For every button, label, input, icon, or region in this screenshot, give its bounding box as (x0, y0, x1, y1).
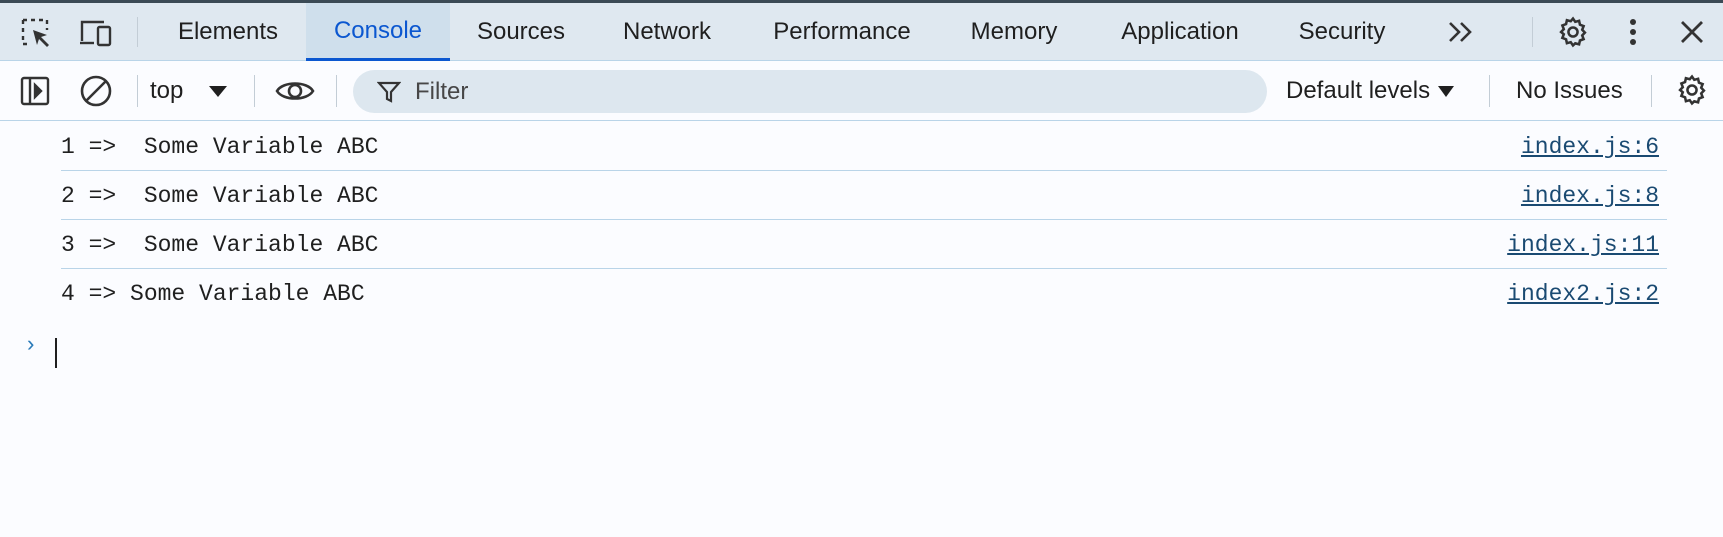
levels-label: Default levels (1286, 77, 1431, 104)
log-levels-dropdown[interactable]: Default levels (1286, 71, 1455, 111)
context-selector[interactable]: top (150, 71, 228, 111)
source-link[interactable]: index.js:11 (1507, 232, 1659, 258)
close-icon[interactable] (1674, 14, 1710, 50)
filter-input[interactable] (415, 77, 1235, 106)
source-link[interactable]: index2.js:2 (1507, 281, 1659, 307)
tab-security[interactable]: Security (1282, 3, 1402, 61)
context-label: top (150, 77, 184, 104)
window-top-border (0, 0, 1723, 3)
tab-label: Memory (970, 18, 1058, 45)
device-toolbar-icon[interactable] (78, 15, 114, 51)
toolbar-divider (1489, 75, 1490, 107)
inspect-element-icon[interactable] (18, 15, 54, 51)
tab-label: Security (1298, 18, 1386, 45)
tab-console[interactable]: Console (306, 3, 450, 61)
chevron-double-right-icon[interactable] (1444, 15, 1478, 49)
caret-down-icon (1438, 85, 1455, 97)
caret-down-icon (209, 85, 228, 97)
toolbar-divider (1651, 75, 1652, 107)
toolbar-divider (336, 75, 337, 107)
toolbar-divider (1532, 17, 1533, 47)
tab-sources[interactable]: Sources (454, 3, 588, 61)
console-prompt-chevron-icon: › (24, 333, 38, 358)
tab-label: Console (333, 16, 423, 44)
clear-console-icon[interactable] (78, 73, 114, 109)
message-text: 1 => Some Variable ABC (61, 134, 379, 160)
source-link[interactable]: index.js:6 (1520, 134, 1659, 160)
message-text: 2 => Some Variable ABC (61, 183, 379, 209)
filter-funnel-icon (376, 80, 402, 104)
tab-label: Network (622, 18, 712, 45)
tab-application[interactable]: Application (1104, 3, 1256, 61)
console-message: 4 => Some Variable ABC index2.js:2 (61, 269, 1667, 318)
devtools-tab-bar: Elements Console Sources Network Perform… (0, 3, 1723, 61)
tab-label: Elements (177, 18, 279, 45)
sidebar-toggle-icon[interactable] (17, 73, 53, 109)
toolbar-divider (137, 75, 138, 107)
tab-label: Performance (773, 18, 911, 45)
console-message: 1 => Some Variable ABC index.js:6 (61, 122, 1667, 171)
gear-icon[interactable] (1674, 72, 1710, 108)
eye-icon[interactable] (274, 73, 316, 109)
issues-button[interactable]: No Issues (1516, 71, 1623, 111)
console-toolbar: top Default levels No Issues (0, 61, 1723, 121)
kebab-menu-icon[interactable] (1618, 14, 1648, 50)
issues-label: No Issues (1516, 77, 1623, 104)
tab-network[interactable]: Network (600, 3, 734, 61)
source-link[interactable]: index.js:8 (1520, 183, 1659, 209)
console-input-caret[interactable] (55, 338, 57, 368)
tab-label: Application (1121, 18, 1239, 45)
tab-memory[interactable]: Memory (952, 3, 1076, 61)
toolbar-divider (137, 17, 138, 47)
tab-elements[interactable]: Elements (154, 3, 302, 61)
toolbar-divider (254, 75, 255, 107)
filter-bar (353, 70, 1267, 113)
tab-performance[interactable]: Performance (756, 3, 928, 61)
gear-icon[interactable] (1555, 14, 1591, 50)
message-text: 4 => Some Variable ABC (61, 281, 365, 307)
tab-label: Sources (476, 18, 566, 45)
message-text: 3 => Some Variable ABC (61, 232, 379, 258)
console-message: 3 => Some Variable ABC index.js:11 (61, 220, 1667, 269)
console-message: 2 => Some Variable ABC index.js:8 (61, 171, 1667, 220)
